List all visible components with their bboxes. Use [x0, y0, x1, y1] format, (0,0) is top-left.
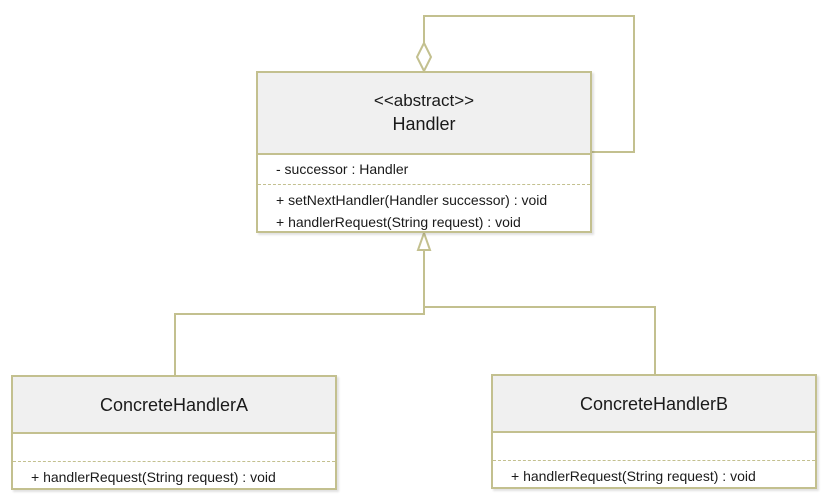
attributes-compartment	[493, 433, 815, 461]
class-name: Handler	[392, 114, 456, 134]
class-name: ConcreteHandlerA	[99, 394, 249, 415]
generalization-line-b	[424, 306, 656, 374]
class-header: ConcreteHandlerA	[13, 377, 335, 434]
method-handler-request: + handlerRequest(String request) : void	[31, 469, 276, 485]
stereotype-label: <<abstract>>	[373, 91, 475, 110]
class-header: <<abstract>> Handler	[258, 73, 590, 155]
class-concrete-handler-b: ConcreteHandlerB + handlerRequest(String…	[491, 374, 817, 489]
class-handler: <<abstract>> Handler - successor : Handl…	[256, 71, 592, 233]
class-header: ConcreteHandlerB	[493, 376, 815, 433]
attributes-compartment: - successor : Handler	[258, 155, 590, 185]
methods-compartment: + setNextHandler(Handler successor) : vo…	[258, 185, 590, 233]
generalization-connector	[174, 229, 656, 375]
aggregation-line	[423, 15, 635, 153]
generalization-line-a	[174, 250, 425, 375]
methods-compartment: + handlerRequest(String request) : void	[13, 462, 335, 488]
attributes-compartment	[13, 434, 335, 462]
inheritance-arrowhead-icon	[416, 229, 432, 251]
method-handler-request: + handlerRequest(String request) : void	[511, 468, 756, 484]
class-concrete-handler-a: ConcreteHandlerA + handlerRequest(String…	[11, 375, 337, 490]
methods-compartment: + handlerRequest(String request) : void	[493, 461, 815, 487]
method-set-next-handler: + setNextHandler(Handler successor) : vo…	[276, 192, 548, 208]
method-handler-request: + handlerRequest(String request) : void	[276, 214, 521, 230]
aggregation-diamond-icon	[415, 40, 433, 74]
attribute-successor: - successor : Handler	[276, 161, 409, 177]
class-name: ConcreteHandlerB	[579, 393, 729, 414]
